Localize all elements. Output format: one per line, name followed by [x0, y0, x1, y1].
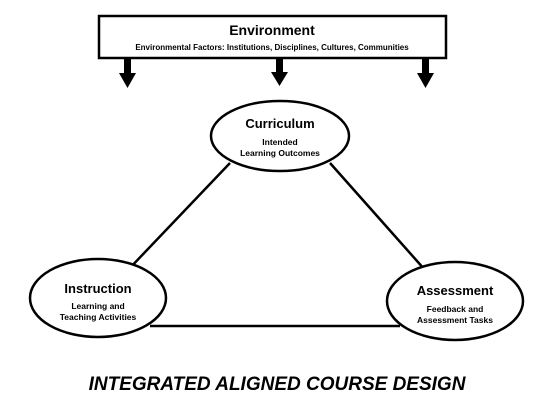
instruction-line1: Learning and [71, 301, 124, 311]
assessment-line1: Feedback and [427, 304, 484, 314]
curriculum-title: Curriculum [245, 116, 314, 131]
diagram-caption: INTEGRATED ALIGNED COURSE DESIGN [89, 374, 467, 395]
environment-title: Environment [229, 22, 315, 38]
assessment-node [385, 260, 525, 342]
arrow-down-left [119, 58, 136, 88]
connector-curriculum-instruction [126, 162, 231, 272]
curriculum-node [209, 99, 351, 173]
curriculum-line1: Intended [262, 137, 297, 147]
instruction-node [28, 257, 168, 339]
arrow-down-center [271, 58, 288, 86]
connector-curriculum-assessment [329, 162, 426, 271]
environment-subtitle: Environmental Factors: Institutions, Dis… [135, 43, 409, 52]
instruction-title: Instruction [64, 281, 131, 296]
arrow-down-right [417, 58, 434, 88]
curriculum-line2: Learning Outcomes [240, 148, 320, 158]
instruction-line2: Teaching Activities [60, 312, 137, 322]
assessment-title: Assessment [417, 283, 494, 298]
environment-box [97, 14, 448, 60]
assessment-line2: Assessment Tasks [417, 315, 493, 325]
